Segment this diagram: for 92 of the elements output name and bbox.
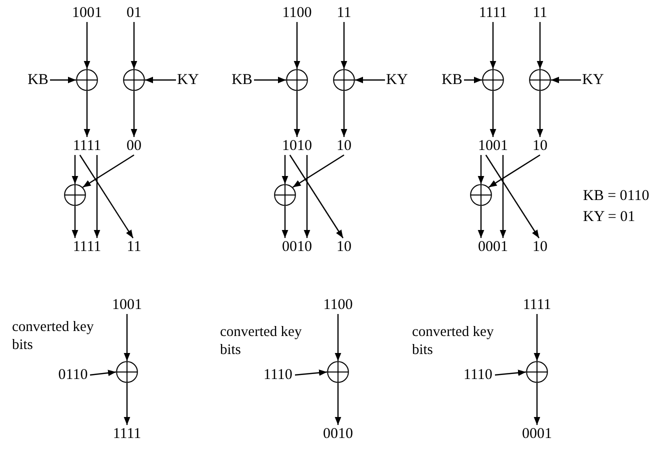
xor-symbol xyxy=(529,69,551,91)
bit-value: 0110 xyxy=(56,366,90,384)
bit-value: 10 xyxy=(530,238,550,256)
arrow xyxy=(294,370,328,376)
arrow xyxy=(488,154,540,188)
key-value-note: KY = 01 xyxy=(583,208,636,227)
arrow xyxy=(340,22,348,69)
bit-value: 0010 xyxy=(280,238,314,256)
arrow xyxy=(536,91,544,137)
xor-symbol xyxy=(333,69,355,91)
arrow xyxy=(534,314,540,361)
arrow xyxy=(292,154,344,188)
arrow xyxy=(334,383,342,425)
bit-value: 10 xyxy=(530,137,550,155)
bit-value: 1111 xyxy=(110,425,144,443)
arrow xyxy=(130,22,138,69)
arrow xyxy=(254,76,286,84)
arrow xyxy=(334,314,342,361)
key-name: KY xyxy=(385,71,409,89)
xor-symbol xyxy=(76,69,98,91)
arrow xyxy=(490,91,496,137)
xor-symbol xyxy=(64,184,86,206)
bit-value: 00 xyxy=(124,137,144,155)
key-name: KY xyxy=(581,71,605,89)
arrow xyxy=(90,370,116,376)
bit-value: 1111 xyxy=(70,137,104,155)
arrow xyxy=(294,22,300,69)
key-name: KB xyxy=(230,71,254,89)
bit-value: 0001 xyxy=(476,238,510,256)
bit-value: 1111 xyxy=(520,296,554,314)
bit-value: 0001 xyxy=(520,425,554,443)
arrow xyxy=(478,206,484,238)
bit-value: 10 xyxy=(334,238,354,256)
arrow xyxy=(72,206,78,238)
arrow xyxy=(282,155,288,184)
arrow xyxy=(50,76,76,84)
bit-value: 10 xyxy=(334,137,354,155)
bit-value: 1100 xyxy=(321,296,355,314)
arrow xyxy=(551,76,581,84)
arrow xyxy=(124,383,130,425)
arrow xyxy=(494,370,526,376)
xor-symbol xyxy=(482,69,504,91)
bit-value: 1001 xyxy=(110,296,144,314)
xor-symbol xyxy=(286,69,308,91)
key-value-note: KB = 0110 xyxy=(583,187,650,206)
arrow xyxy=(84,91,90,137)
arrow xyxy=(130,91,138,137)
bit-value: 11 xyxy=(530,4,550,22)
bit-value: 1110 xyxy=(461,366,495,384)
xor-symbol xyxy=(327,361,349,383)
arrow xyxy=(124,314,130,361)
arrow xyxy=(534,383,540,425)
xor-symbol xyxy=(116,361,138,383)
arrow xyxy=(94,155,100,238)
arrow xyxy=(478,155,484,184)
arrow xyxy=(145,76,176,84)
arrow xyxy=(282,206,288,238)
arrow xyxy=(485,154,540,238)
bit-value: 0010 xyxy=(321,425,355,443)
bit-value: 1001 xyxy=(70,4,104,22)
arrow xyxy=(304,155,310,238)
arrow xyxy=(82,154,134,188)
arrow xyxy=(490,22,496,69)
arrow xyxy=(355,76,385,84)
bit-value: 1001 xyxy=(476,137,510,155)
bit-value: 01 xyxy=(124,4,144,22)
bit-value: 1010 xyxy=(280,137,314,155)
key-name: KB xyxy=(440,71,464,89)
bit-value: 1111 xyxy=(70,238,104,256)
key-name: KY xyxy=(176,71,200,89)
side-note: converted key bits xyxy=(412,323,495,359)
arrow xyxy=(464,76,482,84)
key-name: KB xyxy=(26,71,50,89)
side-note: converted key bits xyxy=(220,323,303,359)
arrow xyxy=(536,22,544,69)
arrow xyxy=(84,22,90,69)
arrow xyxy=(500,155,506,238)
side-note: converted key bits xyxy=(12,318,95,354)
arrow xyxy=(72,155,78,184)
arrow xyxy=(289,154,344,238)
bit-value: 1110 xyxy=(261,366,295,384)
bit-value: 1111 xyxy=(476,4,510,22)
xor-symbol xyxy=(274,184,296,206)
xor-symbol xyxy=(123,69,145,91)
bit-value: 11 xyxy=(124,238,144,256)
arrow xyxy=(294,91,300,137)
xor-symbol xyxy=(526,361,548,383)
xor-symbol xyxy=(470,184,492,206)
arrow xyxy=(79,154,134,238)
bit-value: 1100 xyxy=(280,4,314,22)
arrow xyxy=(340,91,348,137)
bit-value: 11 xyxy=(334,4,354,22)
